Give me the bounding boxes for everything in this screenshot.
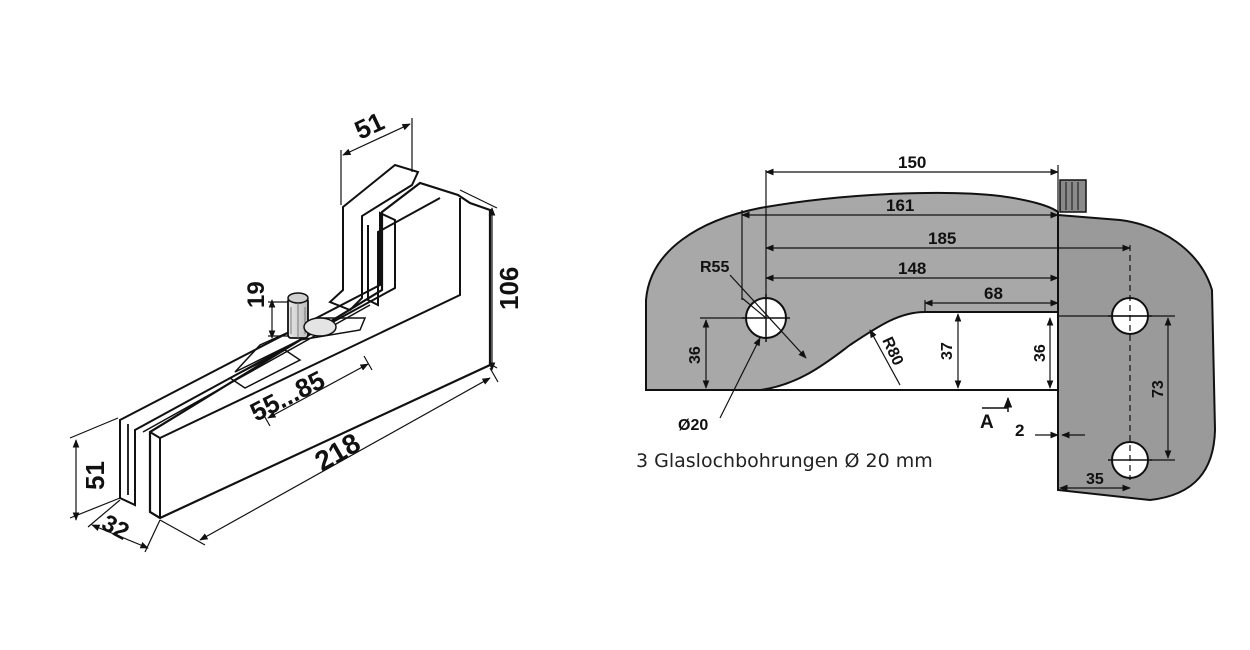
drilling-caption: 3 Glaslochbohrungen Ø 20 mm	[636, 450, 933, 472]
dim-37: 37	[939, 342, 956, 360]
dim-150: 150	[898, 153, 926, 172]
dim-width-top: 51	[350, 106, 389, 145]
isometric-view: 51 106 19 55...85 218 51 32	[69, 106, 524, 553]
dim-68: 68	[984, 284, 1003, 303]
hinge-upright-leaf	[328, 163, 420, 312]
plan-view: 150 161 185 148 68 R55 R80 36 37 36 Ø20 …	[645, 153, 1217, 502]
door-edge	[1059, 179, 1087, 213]
dim-glass-range: 55...85	[245, 365, 329, 428]
dim-73: 73	[1150, 380, 1167, 398]
dim-r55: R55	[700, 259, 729, 276]
section-marker-a: A	[980, 412, 994, 433]
hinge-plate	[1057, 213, 1217, 502]
dim-35: 35	[1086, 471, 1104, 488]
dim-gap: 2	[1015, 421, 1024, 440]
dim-36-left: 36	[687, 346, 704, 364]
dim-height-left: 51	[80, 461, 110, 490]
hinge-front-plate	[148, 181, 492, 520]
hinge-base-lower	[119, 211, 396, 507]
dim-height-right: 106	[494, 267, 524, 310]
dim-161: 161	[886, 196, 914, 215]
glass-cutout	[759, 311, 1059, 391]
dim-hole-diameter: Ø20	[678, 417, 708, 434]
dim-length: 218	[310, 427, 366, 477]
dim-36-right: 36	[1032, 344, 1049, 362]
dim-185: 185	[928, 229, 956, 248]
dim-screw-height: 19	[243, 281, 270, 308]
dim-148: 148	[898, 259, 926, 278]
